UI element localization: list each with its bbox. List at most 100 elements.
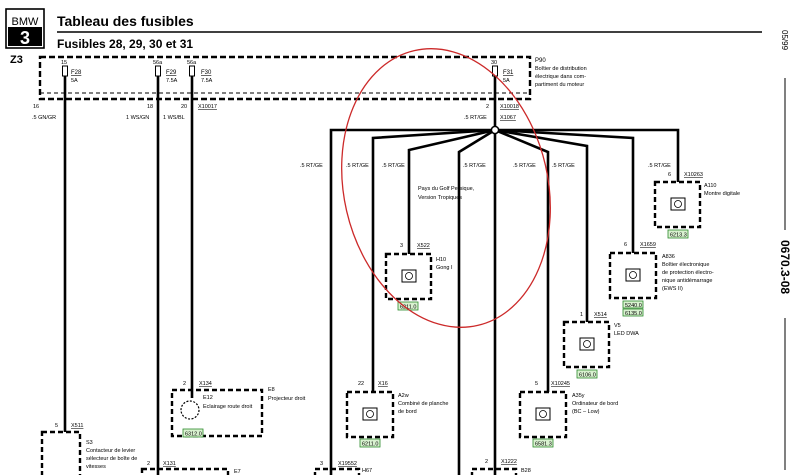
component-a836: 6 X1659 A836 Boîtier électronique de pro… xyxy=(608,242,714,317)
svg-text:7.5A: 7.5A xyxy=(201,78,213,84)
svg-text:nique antidémarrage: nique antidémarrage xyxy=(662,278,712,284)
svg-text:6581.3: 6581.3 xyxy=(535,442,552,448)
svg-text:X1659: X1659 xyxy=(640,242,656,248)
fuse-out-pin-20: 20 xyxy=(181,104,187,110)
page-date: 05/99 xyxy=(780,30,789,51)
svg-text:B28: B28 xyxy=(521,468,531,474)
note-line-2: Version Tropiques xyxy=(418,195,462,201)
fuse-box-id: P90 xyxy=(535,58,546,64)
svg-text:X514: X514 xyxy=(594,312,607,318)
component-s3: 5 X511 S3 Contacteur de levier sélecteur… xyxy=(40,423,137,475)
svg-text:Ordinateur de bord: Ordinateur de bord xyxy=(572,401,618,407)
svg-text:Montre digitale: Montre digitale xyxy=(704,191,740,197)
svg-text:(BC – Low): (BC – Low) xyxy=(572,409,600,415)
splice-node xyxy=(490,125,500,135)
svg-text:X134: X134 xyxy=(199,381,212,387)
svg-text:H10: H10 xyxy=(436,257,446,263)
wire-label-gn-gr: .5 GN/GR xyxy=(32,115,56,121)
svg-text:S3: S3 xyxy=(86,440,93,446)
svg-text:6312.0: 6312.0 xyxy=(185,432,202,438)
connector-x1067: X1067 xyxy=(500,115,516,121)
component-a110: 6 X10263 A110 Montre digitale 6213.3 xyxy=(653,172,740,239)
svg-text:sélecteur de boîte de: sélecteur de boîte de xyxy=(86,456,137,462)
svg-text:2: 2 xyxy=(147,461,150,467)
component-e8-id: E8 xyxy=(268,387,275,393)
wire-label-ws-bl: 1 WS/BL xyxy=(163,115,185,121)
svg-text:F30: F30 xyxy=(201,70,212,76)
connector-x10018: X10018 xyxy=(500,104,519,110)
branch-wire-label-1: .5 RT/GE xyxy=(300,163,323,169)
svg-text:Eclairage route droit: Eclairage route droit xyxy=(203,404,253,410)
svg-text:F31: F31 xyxy=(503,70,514,76)
component-e7: 2 X131 E7 xyxy=(140,461,241,475)
svg-text:22: 22 xyxy=(358,381,364,387)
a836-module-icon xyxy=(625,268,641,282)
svg-text:Gong I: Gong I xyxy=(436,265,453,271)
component-a2w: 22 X16 A2w Combiné de planche de bord 62… xyxy=(345,381,448,448)
v5-led-icon xyxy=(579,337,595,351)
component-b28: 2 X1222 B28 xyxy=(470,459,531,475)
svg-text:V5: V5 xyxy=(614,323,621,329)
a2w-cluster-icon xyxy=(362,407,378,421)
svg-text:Combiné de planche: Combiné de planche xyxy=(398,401,448,407)
fuse-out-pin-16: 16 xyxy=(33,104,39,110)
svg-text:5240.0: 5240.0 xyxy=(625,303,642,309)
highlight-ellipse xyxy=(341,48,551,328)
component-a35y: 5 X10245 A35y Ordinateur de bord (BC – L… xyxy=(518,381,618,448)
branch-wire-label-2: .5 RT/GE xyxy=(346,163,369,169)
fuse-box-desc-3: partiment du moteur xyxy=(535,82,584,88)
svg-text:5: 5 xyxy=(535,381,538,387)
svg-text:3: 3 xyxy=(400,243,403,249)
svg-text:LED DWA: LED DWA xyxy=(614,331,639,337)
svg-text:X10245: X10245 xyxy=(551,381,570,387)
svg-text:F28: F28 xyxy=(71,70,82,76)
wires xyxy=(63,76,680,475)
svg-text:5: 5 xyxy=(55,423,58,429)
svg-text:3: 3 xyxy=(320,461,323,467)
brand-label: BMW xyxy=(12,16,40,28)
page-code: 0670.3-08 xyxy=(778,240,792,294)
svg-text:X511: X511 xyxy=(71,423,83,429)
svg-text:A2w: A2w xyxy=(398,393,409,399)
a110-clock-icon xyxy=(670,197,686,211)
a35y-computer-icon xyxy=(535,407,551,421)
svg-text:30: 30 xyxy=(491,60,497,66)
svg-text:X19552: X19552 xyxy=(338,461,357,467)
page-subtitle: Fusibles 28, 29, 30 et 31 xyxy=(57,37,193,51)
svg-text:X16: X16 xyxy=(378,381,388,387)
svg-text:(EWS II): (EWS II) xyxy=(662,286,683,292)
svg-text:6106.0: 6106.0 xyxy=(579,373,596,379)
svg-text:X10263: X10263 xyxy=(684,172,703,178)
svg-text:E7: E7 xyxy=(234,469,241,475)
svg-text:2: 2 xyxy=(485,459,488,465)
svg-text:A110: A110 xyxy=(704,183,716,189)
h10-gong-icon xyxy=(401,269,417,283)
svg-text:6211.0: 6211.0 xyxy=(362,442,378,448)
svg-text:E12: E12 xyxy=(203,395,213,401)
svg-text:A836: A836 xyxy=(662,254,675,260)
branch-wire-label-3: .5 RT/GE xyxy=(382,163,405,169)
connector-x10017: X10017 xyxy=(198,104,217,110)
svg-text:vitesses: vitesses xyxy=(86,464,106,470)
component-h10: 3 X522 H10 Gong I 6211.0 xyxy=(384,243,453,311)
page-title: Tableau des fusibles xyxy=(57,13,194,29)
branch-wire-label-6: .5 RT/GE xyxy=(552,163,575,169)
svg-text:de protection électro-: de protection électro- xyxy=(662,270,714,276)
component-e12: 2 X134 E12 Eclairage route droit 6312.0 … xyxy=(170,381,306,438)
splice-wire-label: .5 RT/GE xyxy=(464,115,487,121)
model-label: Z3 xyxy=(10,54,23,66)
fuse-box-desc-1: Boîtier de distribution xyxy=(535,66,587,72)
svg-text:6213.3: 6213.3 xyxy=(670,233,687,239)
fuse-box-p90: P90 Boîtier de distribution électrique d… xyxy=(38,55,587,101)
svg-text:2: 2 xyxy=(183,381,186,387)
svg-text:6135.0: 6135.0 xyxy=(625,311,642,317)
fuse-f29: 56a F29 7.5A xyxy=(153,60,178,84)
wire-label-ws-gn: 1 WS/GN xyxy=(126,115,149,121)
svg-text:6: 6 xyxy=(668,172,671,178)
svg-text:F29: F29 xyxy=(166,70,177,76)
svg-text:5A: 5A xyxy=(71,78,78,84)
svg-text:H67: H67 xyxy=(362,468,372,474)
svg-text:X131: X131 xyxy=(163,461,176,467)
fuse-out-pin-2: 2 xyxy=(486,104,489,110)
